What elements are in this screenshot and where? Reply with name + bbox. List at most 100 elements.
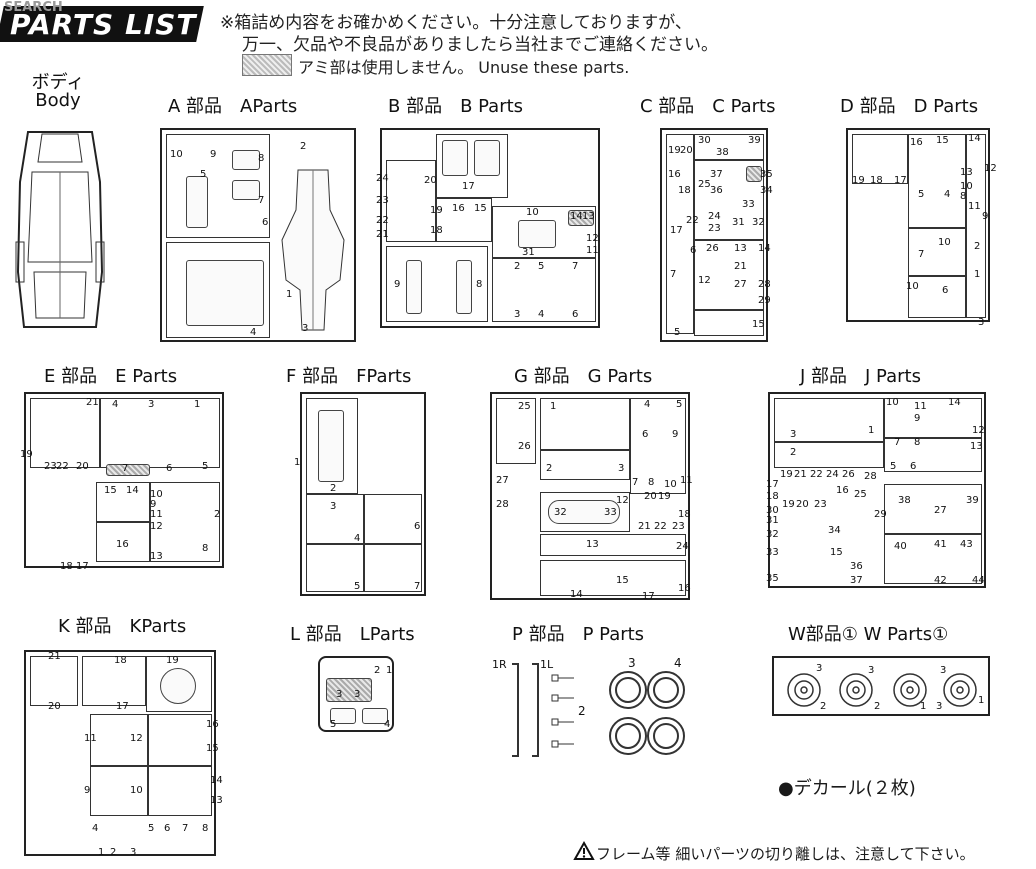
num-k-15: 15	[206, 743, 219, 754]
num-e-7: 7	[122, 463, 129, 474]
num-j-18: 18	[766, 491, 779, 502]
label-w-parts: W部品① W Parts①	[788, 624, 949, 645]
sprue-d: 14 16 15 13 12 19 18 17 11 9 10 5 8 4 10…	[846, 128, 997, 328]
p-parts-drawing	[512, 663, 574, 757]
num-j-42: 42	[934, 575, 947, 586]
num-l-1: 1	[386, 665, 393, 676]
num-a-9: 9	[210, 149, 217, 160]
num-e-17: 17	[76, 561, 89, 572]
sprue-a-cell-upper	[166, 134, 270, 238]
label-a-parts: A 部品 AParts	[168, 96, 298, 117]
sprue-k: 21 18 19 20 17 11 12 16 15 9 10 14 13 4 …	[24, 650, 223, 858]
sprue-g-cell-f	[540, 534, 686, 556]
sprue-j-cell-a	[774, 398, 884, 442]
num-e-20: 20	[76, 461, 89, 472]
num-b-2: 2	[514, 261, 521, 272]
watermark: SEARCH	[4, 0, 63, 15]
num-d-4: 4	[944, 189, 951, 200]
num-j-33: 33	[766, 547, 779, 558]
num-g-28: 28	[496, 499, 509, 510]
sprue-e-cell-c	[96, 482, 150, 522]
num-b-7: 7	[572, 261, 579, 272]
num-j-17: 17	[766, 479, 779, 490]
num-k-2: 2	[110, 847, 117, 858]
sprue-k-cell-e	[148, 714, 212, 766]
label-body-jp: ボディ	[31, 72, 85, 93]
num-e-5: 5	[202, 461, 209, 472]
w-wheels-drawing	[787, 673, 977, 707]
num-c-26: 26	[706, 243, 719, 254]
num-c-35: 35	[760, 169, 773, 180]
sprue-d-cell-b	[908, 134, 966, 228]
num-b-21: 21	[376, 229, 389, 240]
num-j-36: 36	[850, 561, 863, 572]
num-b-4: 4	[538, 309, 545, 320]
num-d-15: 15	[936, 135, 949, 146]
sprue-b-cell-links	[492, 258, 596, 322]
num-a-4: 4	[250, 327, 257, 338]
num-g-5: 5	[676, 399, 683, 410]
body-drawing	[15, 131, 105, 328]
num-c-20: 20	[680, 145, 693, 156]
num-k-3: 3	[130, 847, 137, 858]
num-a-10: 10	[170, 149, 183, 160]
decal-note: ●デカール(２枚)	[778, 778, 916, 799]
num-c-24: 24	[708, 211, 721, 222]
sprue-e-cell-d	[150, 482, 220, 562]
num-w-3c: 3	[940, 665, 947, 676]
sprue-d-cell-a	[852, 134, 908, 184]
num-b-15: 15	[474, 203, 487, 214]
sprue-k-cell-f	[90, 766, 148, 816]
sprue-b-cell-left	[386, 160, 436, 242]
num-j-10: 10	[886, 397, 899, 408]
num-a-8: 8	[258, 153, 265, 164]
num-c-13: 13	[734, 243, 747, 254]
num-a-7: 7	[258, 195, 265, 206]
part-b17a	[442, 140, 468, 176]
num-c-19: 19	[668, 145, 681, 156]
num-c-22: 22	[686, 215, 699, 226]
num-e-19: 19	[20, 449, 33, 460]
num-j-14: 14	[948, 397, 961, 408]
num-d-18: 18	[870, 175, 883, 186]
num-j-2: 2	[790, 447, 797, 458]
page-title: PARTS LIST	[10, 8, 197, 41]
num-c-21: 21	[734, 261, 747, 272]
num-d-7: 7	[918, 249, 925, 260]
num-c-16: 16	[668, 169, 681, 180]
num-j-12: 12	[972, 425, 985, 436]
label-d-parts: D 部品 D Parts	[840, 96, 979, 117]
num-g-10: 10	[664, 479, 677, 490]
num-p-2: 2	[578, 704, 586, 718]
part-a8	[232, 150, 260, 170]
num-p-4: 4	[674, 656, 682, 670]
num-c-30: 30	[698, 135, 711, 146]
num-e-11: 11	[150, 509, 163, 520]
sprue-b-cell-10	[492, 206, 596, 258]
num-k-13: 13	[210, 795, 223, 806]
num-c-12: 12	[698, 275, 711, 286]
num-f-3: 3	[330, 501, 337, 512]
sprue-g-cell-g	[540, 560, 686, 596]
sprue-g-cell-a	[496, 398, 536, 464]
num-g-9: 9	[672, 429, 679, 440]
sprue-f: 1 2 3 4 6 5 7	[294, 392, 426, 596]
num-j-32: 32	[766, 529, 779, 540]
sprue-g-cell-c	[630, 398, 686, 494]
num-j-26: 26	[842, 469, 855, 480]
num-e-23: 23	[44, 461, 57, 472]
num-j-28: 28	[864, 471, 877, 482]
num-j-11: 11	[914, 401, 927, 412]
num-j-8: 8	[914, 437, 921, 448]
num-j-19a: 19	[780, 469, 793, 480]
part-b8	[456, 260, 472, 314]
label-b-parts: B 部品 B Parts	[388, 96, 524, 117]
num-k-8: 8	[202, 823, 209, 834]
num-l-3a: 3	[336, 689, 343, 700]
num-j-35: 35	[766, 573, 779, 584]
part-k19-disc	[160, 668, 196, 704]
num-k-21: 21	[48, 651, 61, 662]
num-c-39: 39	[748, 135, 761, 146]
num-j-16: 16	[836, 485, 849, 496]
num-j-20: 20	[796, 499, 809, 510]
